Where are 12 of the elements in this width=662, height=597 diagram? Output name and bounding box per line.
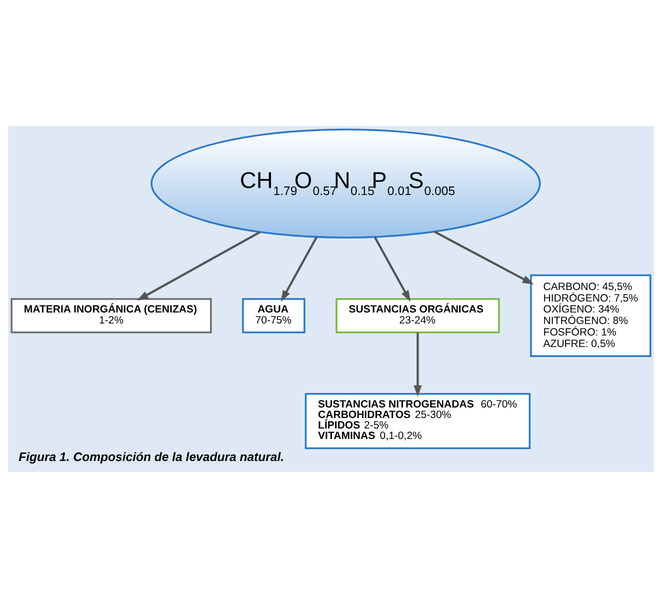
- node-box: CARBONO: 45,5% HIDRÓGENO: 7,5% OXÍGENO: 34% NITRÓGENO: 8% FOSFÓRO: 1% AZUFRE: 0,5%: [530, 274, 652, 356]
- node-box: SUSTANCIAS ORGÁNICAS 23-24%: [336, 298, 500, 333]
- caption: Figura 1. Composición de la levadura natural.: [18, 449, 284, 464]
- arrow: [374, 236, 411, 302]
- node-ellipse: CH$_{1.79}$O$_{0.57}$N$_{0.15}$P$_{0.01}$S$_{0.005}$: [150, 128, 541, 238]
- arrow: [434, 230, 534, 284]
- arrow: [136, 230, 261, 300]
- arrow: [414, 332, 422, 396]
- node-box: MATERIA INORGÁNICA (CENIZAS) 1-2%: [10, 298, 212, 333]
- arrow: [280, 236, 318, 302]
- node-box: AGUA 70-75%: [242, 298, 306, 333]
- node-box: SUSTANCIAS NITROGENADAS 60-70% CARBOHIDRATOS 25-30% LÍPIDOS 2-5% VITAMINAS 0,1-0,2%: [304, 392, 531, 449]
